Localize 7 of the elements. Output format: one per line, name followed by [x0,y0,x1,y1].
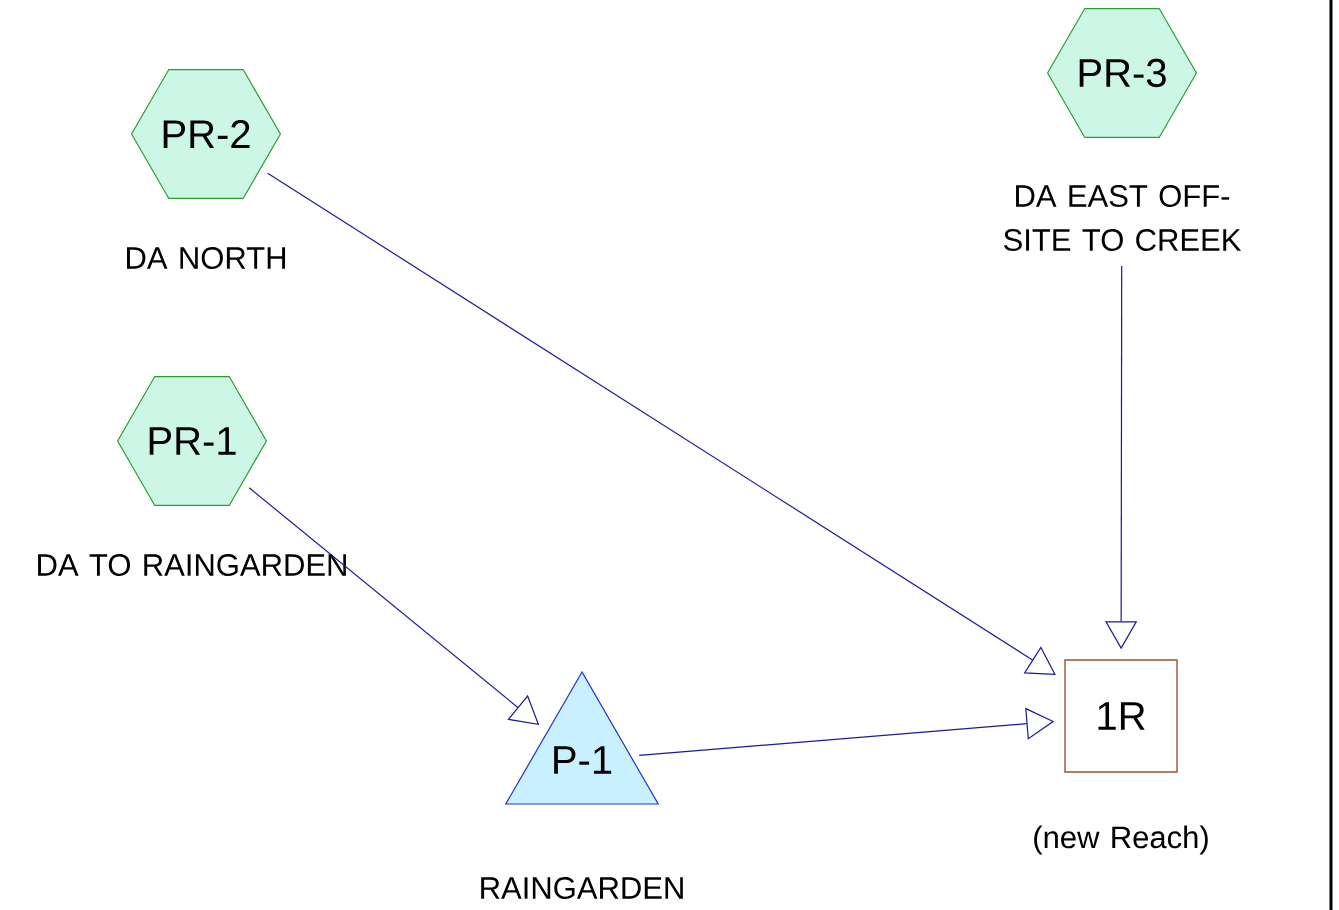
node-caption: DA TO RAINGARDEN [38,554,346,576]
node-caption: RAINGARDEN [481,877,683,899]
reach-box: 1R [1064,659,1178,773]
node-caption: (new Reach) [1034,825,1208,855]
node-caption: DA NORTH [127,247,286,269]
arrow [267,172,1056,675]
node-caption: DA EAST OFF-SITE TO CREEK [1004,185,1242,251]
